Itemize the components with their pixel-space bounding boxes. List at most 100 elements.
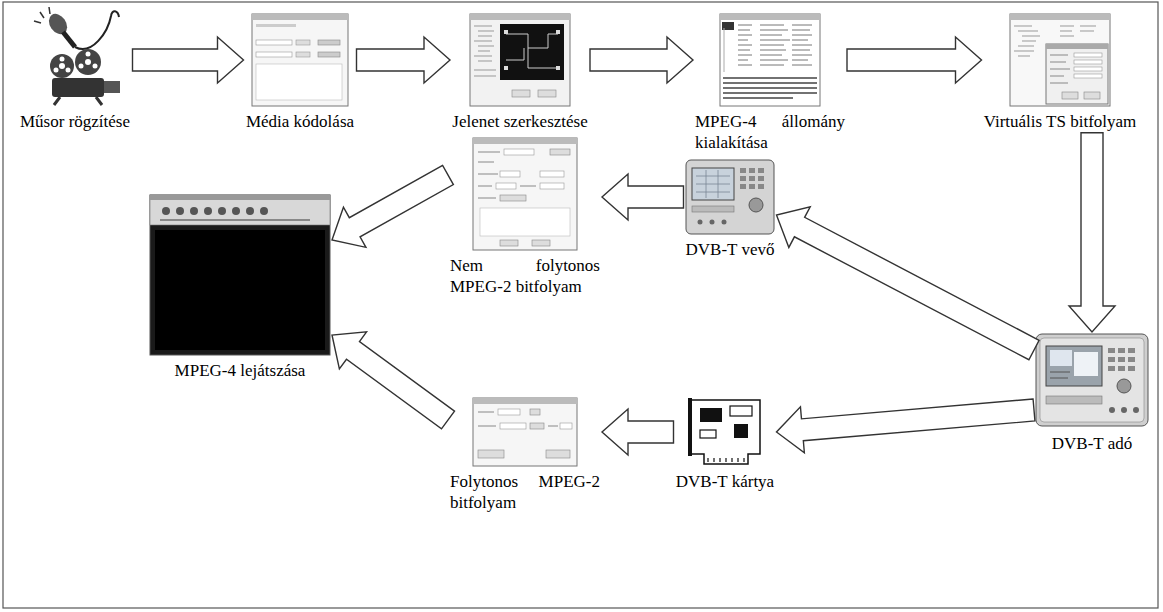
- tuner-card: [688, 398, 692, 456]
- block-arrow: [1069, 133, 1115, 332]
- transmitter-device: [1128, 366, 1135, 371]
- block-arrow: [590, 37, 693, 83]
- player-screenshot: [160, 219, 310, 221]
- transmitter-device: [1108, 357, 1115, 362]
- player-screenshot: [162, 207, 268, 215]
- ts-screenshot: [1010, 14, 1110, 106]
- recording-icon: [59, 63, 65, 69]
- stream-dialog-screenshot: [473, 138, 577, 250]
- transmitter-device: [1108, 348, 1135, 371]
- receiver-device: [749, 176, 755, 181]
- file-list-screenshot: [738, 25, 812, 65]
- transmitter-device: [1036, 334, 1148, 426]
- node-caption: DVB-T vevő: [686, 240, 775, 261]
- receiver-device: [749, 184, 755, 189]
- frame-border: [3, 2, 1158, 608]
- node-caption: DVB-T kártya: [676, 472, 774, 493]
- stream-dialog-screenshot: [532, 240, 550, 246]
- node-caption: DVB-T adó: [1052, 434, 1132, 455]
- player-screenshot: [150, 195, 330, 355]
- tuner-card: [688, 398, 760, 464]
- recording-icon: [34, 7, 50, 23]
- recording-icon: [54, 68, 59, 73]
- player-screenshot: [150, 195, 330, 225]
- image-slot: [720, 14, 820, 106]
- player-screenshot: [190, 207, 198, 215]
- player-screenshot: [232, 207, 240, 215]
- stream-dialog-screenshot: [500, 240, 518, 246]
- ts-screenshot: [1010, 14, 1110, 20]
- file-list-screenshot: [724, 28, 725, 72]
- stream-dialog-screenshot: [560, 423, 572, 429]
- receiver-device: [692, 168, 734, 200]
- ts-screenshot: [1046, 44, 1108, 104]
- player-screenshot: [162, 207, 170, 215]
- scene-editor-screenshot: [500, 24, 564, 80]
- node-caption: Műsor rögzítése: [20, 112, 130, 133]
- stream-dialog-screenshot: [540, 171, 564, 177]
- stream-dialog-screenshot: [480, 208, 570, 236]
- node-caption: Folytonos MPEG-2 bitfolyam: [450, 472, 600, 513]
- node-caption: MPEG-4 lejátszása: [175, 361, 306, 382]
- block-arrow: [777, 399, 1035, 453]
- image-slot: [1010, 14, 1110, 106]
- scene-editor-screenshot: [556, 66, 560, 70]
- node-caption: Média kódolása: [246, 112, 354, 133]
- process-node: DVB-T kártya: [674, 398, 777, 493]
- recording-icon: [75, 11, 119, 49]
- block-arrow: [847, 37, 982, 83]
- transmitter-device: [1118, 357, 1125, 362]
- process-node: Nem folytonos MPEG-2 bitfolyam: [448, 138, 602, 297]
- block-arrow: [332, 165, 453, 247]
- encoder-screenshot: [256, 24, 296, 27]
- ts-screenshot: [1084, 92, 1100, 99]
- tuner-card: [730, 406, 752, 416]
- ts-screenshot: [1074, 53, 1102, 57]
- scene-editor-screenshot: [538, 90, 556, 97]
- receiver-device: [740, 176, 746, 181]
- process-node: Folytonos MPEG-2 bitfolyam: [448, 398, 602, 513]
- stream-dialog-screenshot: [473, 398, 577, 466]
- stream-dialog-screenshot: [473, 398, 577, 466]
- stream-dialog-screenshot: [473, 138, 577, 250]
- transmitter-device: [1036, 334, 1148, 426]
- tuner-card: [708, 458, 744, 462]
- node-caption: Virtuális TS bitfolyam: [984, 112, 1137, 133]
- receiver-device: [749, 198, 763, 212]
- image-slot: [470, 14, 570, 106]
- block-arrow: [357, 37, 451, 83]
- image-slot: [150, 195, 330, 355]
- player-screenshot: [150, 195, 330, 355]
- player-screenshot: [176, 207, 184, 215]
- block-arrow: [332, 332, 455, 429]
- image-slot: [252, 14, 348, 106]
- ts-screenshot: [1074, 74, 1102, 78]
- node-caption: Nem folytonos MPEG-2 bitfolyam: [450, 256, 600, 297]
- ts-screenshot: [1046, 44, 1108, 49]
- block-arrow: [602, 409, 674, 455]
- stream-dialog-screenshot: [473, 398, 577, 404]
- recording-icon: [66, 68, 71, 73]
- transmitter-device: [1108, 366, 1115, 371]
- process-node: Jelenet szerkesztése: [450, 14, 590, 133]
- encoder-screenshot: [252, 14, 348, 106]
- stream-dialog-screenshot: [498, 409, 520, 415]
- scene-editor-screenshot: [504, 30, 508, 34]
- transmitter-device: [1133, 407, 1139, 413]
- transmitter-device: [1046, 346, 1102, 386]
- file-list-screenshot: [720, 14, 820, 106]
- stream-dialog-screenshot: [530, 423, 544, 429]
- process-node: DVB-T vevő: [684, 160, 777, 261]
- image-slot: [473, 138, 577, 250]
- transmitter-device: [1118, 348, 1125, 353]
- encoder-screenshot: [318, 52, 340, 57]
- receiver-device: [749, 168, 755, 173]
- transmitter-device: [1117, 379, 1131, 393]
- transmitter-device: [1128, 348, 1135, 353]
- stream-dialog-screenshot: [530, 409, 540, 415]
- receiver-device: [698, 220, 703, 225]
- stream-dialog-screenshot: [500, 195, 526, 201]
- stream-dialog-screenshot: [540, 183, 564, 189]
